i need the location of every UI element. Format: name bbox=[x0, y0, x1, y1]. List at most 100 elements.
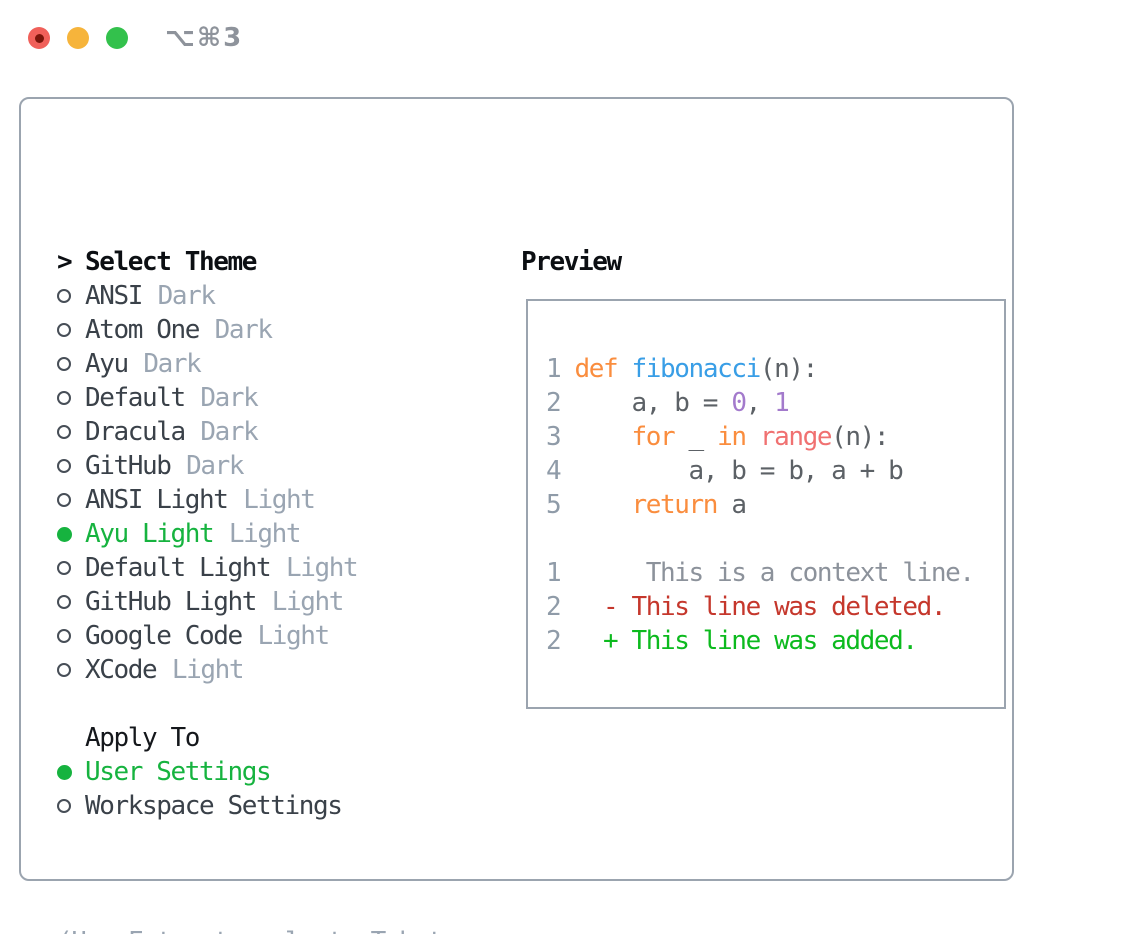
apply-option-label: User Settings bbox=[85, 757, 272, 787]
radio-icon bbox=[57, 323, 71, 337]
theme-variant-tag: Dark bbox=[200, 383, 258, 413]
theme-variant-tag: Light bbox=[243, 485, 316, 515]
token-num: 3 bbox=[546, 422, 575, 452]
theme-variant-tag: Light bbox=[228, 519, 302, 549]
radio-icon bbox=[57, 459, 71, 473]
close-button[interactable] bbox=[28, 27, 50, 49]
radio-selected-icon bbox=[57, 526, 72, 542]
theme-item-dracula-dark[interactable]: Dracula Dark bbox=[57, 415, 357, 449]
theme-variant-tag: Dark bbox=[157, 281, 216, 311]
token-plain: (n): bbox=[831, 422, 889, 452]
token-num: 1 bbox=[546, 354, 575, 384]
theme-name: XCode bbox=[85, 655, 158, 685]
token-plain bbox=[575, 490, 632, 520]
diff-added-line: 2 + This line was added. bbox=[546, 624, 974, 658]
token-const: 1 bbox=[774, 388, 790, 418]
theme-variant-tag: Dark bbox=[214, 315, 273, 345]
theme-variant-tag: Light bbox=[271, 587, 345, 617]
theme-name: Google Code bbox=[85, 621, 243, 651]
theme-item-ayu-light-light[interactable]: Ayu Light Light bbox=[57, 517, 357, 551]
token-num: 1 bbox=[546, 558, 575, 588]
code-line-2: 2 a, b = 0, 1 bbox=[546, 386, 974, 420]
theme-name: Dracula bbox=[85, 417, 186, 447]
radio-icon bbox=[57, 629, 71, 643]
token-fn: fibonacci bbox=[631, 354, 762, 384]
token-plain: , bbox=[745, 388, 775, 418]
window-shortcut-label: ⌥⌘3 bbox=[165, 23, 244, 53]
token-del: - This line was deleted. bbox=[603, 592, 946, 622]
token-plain bbox=[575, 422, 632, 452]
theme-name: ANSI bbox=[85, 281, 143, 311]
close-dot-icon bbox=[34, 33, 44, 43]
code-line-3: 3 for _ in range(n): bbox=[546, 420, 974, 454]
token-kw: return bbox=[631, 490, 719, 520]
theme-name: Default Light bbox=[85, 553, 272, 583]
radio-icon bbox=[57, 391, 71, 405]
token-plain bbox=[575, 592, 604, 622]
theme-variant-tag: Dark bbox=[143, 349, 201, 379]
diff-context-line: 1 This is a context line. bbox=[546, 556, 975, 590]
zoom-button[interactable] bbox=[106, 27, 128, 49]
theme-name: Atom One bbox=[85, 315, 200, 345]
radio-icon bbox=[57, 493, 71, 507]
apply-option-user-settings[interactable]: User Settings bbox=[57, 755, 357, 789]
preview-title: Preview bbox=[521, 247, 622, 277]
radio-icon bbox=[57, 561, 71, 575]
theme-item-default-dark[interactable]: Default Dark bbox=[57, 381, 357, 415]
hint-line-1: (Use Enter to select, Tab to bbox=[57, 925, 457, 934]
token-plain: a, b = bbox=[574, 388, 732, 418]
radio-icon bbox=[57, 357, 71, 371]
token-num: 2 bbox=[546, 592, 575, 622]
spacer-row bbox=[57, 687, 357, 721]
radio-icon bbox=[57, 799, 71, 813]
radio-icon bbox=[57, 425, 71, 439]
token-num: 5 bbox=[546, 490, 575, 520]
token-plain: a bbox=[717, 490, 747, 520]
token-plain: a, b = b, a + b bbox=[574, 456, 904, 486]
hint-text: (Use Enter to select, Tab to change focu… bbox=[57, 857, 457, 934]
theme-name: GitHub Light bbox=[85, 587, 257, 617]
token-kw: def bbox=[574, 354, 619, 384]
theme-variant-tag: Light bbox=[171, 655, 245, 685]
token-const: 0 bbox=[731, 388, 747, 418]
token-add: + This line was added. bbox=[603, 626, 918, 656]
theme-name: Ayu Light bbox=[85, 519, 215, 549]
theme-item-github-light-light[interactable]: GitHub Light Light bbox=[57, 585, 357, 619]
theme-name: Default bbox=[85, 383, 186, 413]
apply-option-workspace-settings[interactable]: Workspace Settings bbox=[57, 789, 357, 823]
theme-variant-tag: Dark bbox=[186, 451, 244, 481]
theme-item-ansi-dark[interactable]: ANSI Dark bbox=[57, 279, 357, 313]
blank-line bbox=[546, 522, 974, 556]
token-plain bbox=[617, 354, 631, 384]
token-kw: for bbox=[631, 422, 676, 452]
diff-deleted-line: 2 - This line was deleted. bbox=[546, 590, 974, 624]
code-line-1: 1 def fibonacci(n): bbox=[546, 352, 974, 386]
radio-icon bbox=[57, 289, 71, 303]
apply-to-title: Apply To bbox=[85, 723, 200, 753]
select-theme-header: >Select Theme bbox=[57, 245, 357, 279]
theme-variant-tag: Light bbox=[285, 553, 359, 583]
theme-variant-tag: Dark bbox=[200, 417, 258, 447]
code-line-4: 4 a, b = b, a + b bbox=[546, 454, 974, 488]
token-plain: _ bbox=[674, 422, 718, 452]
theme-item-atom-one-dark[interactable]: Atom One Dark bbox=[57, 313, 357, 347]
token-ctx: This is a context line. bbox=[574, 558, 975, 588]
theme-item-xcode-light[interactable]: XCode Light bbox=[57, 653, 357, 687]
token-plain bbox=[575, 626, 604, 656]
token-num: 2 bbox=[546, 626, 575, 656]
cursor-prompt-icon: > bbox=[57, 247, 73, 277]
radio-icon bbox=[57, 663, 71, 677]
theme-item-github-dark[interactable]: GitHub Dark bbox=[57, 449, 357, 483]
apply-option-label: Workspace Settings bbox=[85, 791, 343, 821]
token-num: 2 bbox=[546, 388, 575, 418]
theme-item-default-light-light[interactable]: Default Light Light bbox=[57, 551, 359, 585]
theme-name: GitHub bbox=[85, 451, 172, 481]
minimize-button[interactable] bbox=[67, 27, 89, 49]
token-plain: (n): bbox=[759, 354, 818, 384]
